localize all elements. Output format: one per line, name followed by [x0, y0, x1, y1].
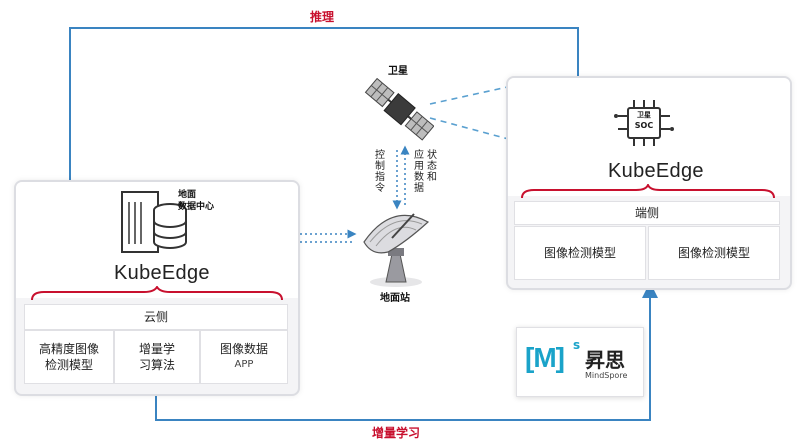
control-command-text: 控制指令: [375, 150, 385, 194]
datacenter-label-line1: 地面: [178, 190, 197, 200]
satellite-edge-link: [429, 85, 513, 105]
edge-module-detection-1[interactable]: 图像检测模型: [514, 226, 646, 280]
satellite-icon: [364, 78, 434, 141]
datacenter-icon: [121, 191, 187, 253]
edge-brace: [521, 184, 775, 199]
edge-kubeedge-label: KubeEdge: [608, 160, 704, 182]
incremental-flow-line: [155, 282, 658, 421]
mindspore-logo-mark: [M]: [525, 342, 565, 373]
cloud-brace: [31, 286, 283, 301]
cloud-module-detection[interactable]: 高精度图像 检测模型: [24, 330, 114, 384]
satellite-label: 卫星: [388, 66, 408, 77]
mindspore-logo: [M] s 昇思 MindSpore: [516, 327, 644, 397]
edge-module-detection-2[interactable]: 图像检测模型: [648, 226, 780, 280]
chip-label-line2: SOC: [634, 121, 654, 130]
module-line2: APP: [234, 359, 254, 370]
module-line1: 图像数据: [219, 342, 268, 356]
cloud-side-bar: 云侧: [24, 304, 288, 330]
mindspore-superscript: s: [573, 338, 581, 352]
module-line1: 图像检测模型: [543, 246, 616, 260]
chip-label-line1: 卫星: [637, 111, 651, 119]
module-line1: 图像检测模型: [677, 246, 750, 260]
mindspore-cn-name: 昇思: [585, 348, 625, 372]
module-line1: 高精度图像: [38, 342, 99, 356]
edge-side-bar: 端侧: [514, 201, 780, 225]
datacenter-label-line2: 数据中心: [178, 202, 215, 212]
inference-label: 推理: [310, 10, 335, 24]
mindspore-en-name: MindSpore: [585, 371, 628, 380]
ground-station-label: 地面站: [380, 293, 410, 304]
cloud-kubeedge-label: KubeEdge: [114, 262, 210, 284]
incremental-learning-label: 增量学习: [372, 426, 421, 440]
soc-chip-icon: [614, 100, 674, 146]
module-line1: 增量学: [138, 342, 175, 356]
ground-station-icon: [363, 213, 430, 287]
module-line2: 检测模型: [44, 358, 93, 372]
module-line2: 习算法: [138, 358, 175, 372]
status-text-col1: 应用数据: [414, 150, 424, 194]
status-text-col2: 状态和: [427, 150, 437, 183]
cloud-module-incremental[interactable]: 增量学 习算法: [114, 330, 200, 384]
cloud-module-app[interactable]: 图像数据 APP: [200, 330, 288, 384]
